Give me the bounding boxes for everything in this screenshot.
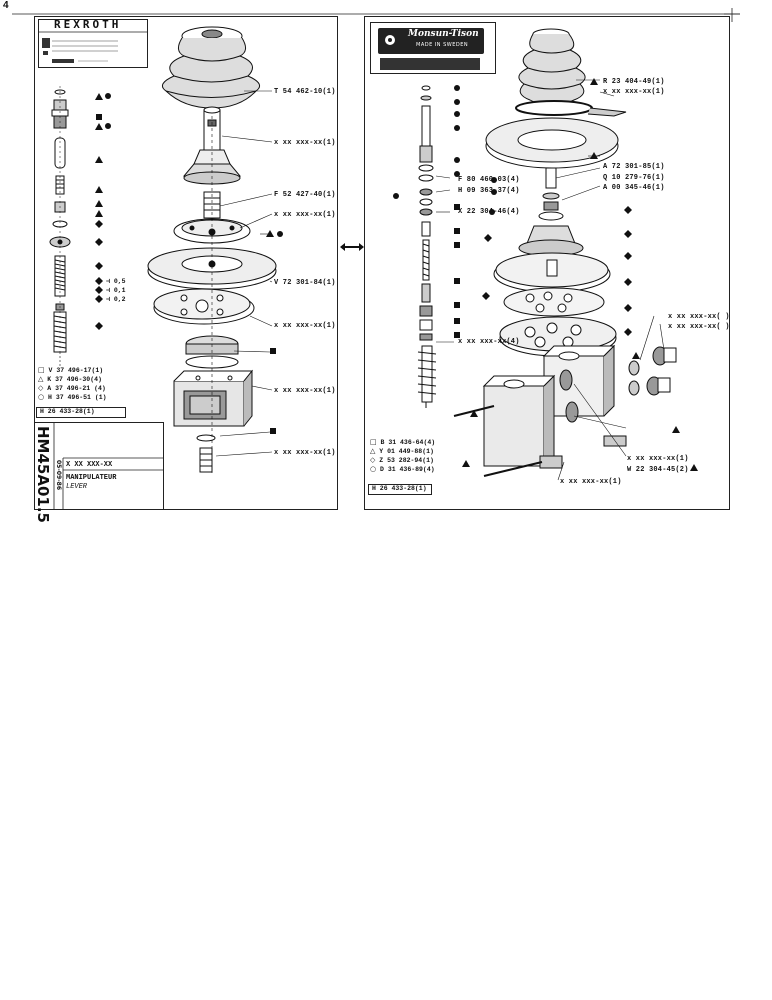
callout-X6: x xx xxx-xx(1) bbox=[603, 88, 665, 96]
callout-X8: x xx xxx-xx(4) bbox=[458, 338, 520, 346]
legend-row: ◇ A 37 496-21 (4) bbox=[38, 384, 106, 392]
shim-05: ⊣ 0,5 bbox=[106, 278, 126, 285]
left-exploded-drawing bbox=[49, 26, 283, 476]
frame-lines bbox=[12, 8, 740, 251]
legend-row: □ B 31 436-64(4) bbox=[370, 438, 436, 446]
callout-X4: x xx xxx-xx(1) bbox=[274, 387, 336, 395]
legend-row: △ K 37 496-30(4) bbox=[38, 375, 102, 383]
brand-plate bbox=[378, 28, 484, 54]
left-kit-ref: H 26 433-28(1) bbox=[40, 408, 95, 415]
monsun-logo: Monsun-Tison bbox=[408, 29, 479, 39]
right-exploded-drawing bbox=[393, 28, 698, 481]
callout-T1: T 54 462-10(1) bbox=[274, 88, 336, 96]
monsun-nameplate bbox=[370, 22, 496, 74]
monsun-emblem-icon bbox=[385, 35, 395, 45]
left-panel bbox=[34, 16, 338, 510]
callout-X7: X 22 304-46(4) bbox=[458, 208, 520, 216]
nameplate-lines bbox=[38, 31, 148, 63]
title-fr: MANIPULATEUR bbox=[66, 474, 117, 482]
shim-01: ⊣ 0,1 bbox=[106, 287, 126, 294]
callout-W1: W 22 304-45(2) bbox=[627, 466, 689, 474]
title-block bbox=[34, 422, 164, 510]
callout-R1: R 23 404-49(1) bbox=[603, 78, 665, 86]
right-kit-box bbox=[368, 484, 432, 495]
callout-V1: V 72 301-84(1) bbox=[274, 279, 336, 287]
callout-X1: x xx xxx-xx(1) bbox=[274, 139, 336, 147]
callout-X12: x xx xxx-xx(1) bbox=[560, 478, 622, 486]
callout-A1: A 72 301-85(1) bbox=[603, 163, 665, 171]
serial-plate bbox=[380, 58, 480, 70]
callout-H1: H 09 363-37(4) bbox=[458, 187, 520, 195]
right-panel bbox=[364, 16, 730, 510]
title-en: LEVER bbox=[66, 483, 88, 491]
legend-row: □ V 37 496-17(1) bbox=[38, 366, 104, 374]
legend-row: ◇ Z 53 282-94(1) bbox=[370, 456, 434, 464]
callout-X11: x xx xxx-xx(1) bbox=[627, 455, 689, 463]
doc-code: HM45A01.5 bbox=[34, 426, 52, 523]
legend-row: △ Y 01 449-88(1) bbox=[370, 447, 434, 455]
legend-row: ○ H 37 496-51 (1) bbox=[38, 393, 107, 401]
date-code: 05-09-86 bbox=[55, 460, 62, 491]
callout-X10: x xx xxx-xx( ) bbox=[668, 323, 730, 331]
callout-X9: x xx xxx-xx( ) bbox=[668, 313, 730, 321]
callout-Q1: Q 10 279-76(1) bbox=[603, 174, 665, 182]
callout-A2: A 00 345-46(1) bbox=[603, 184, 665, 192]
callout-F2: F 80 460-03(4) bbox=[458, 176, 520, 184]
right-kit-ref: H 26 433-28(1) bbox=[372, 485, 427, 492]
rexroth-logo: REXROTH bbox=[54, 18, 122, 31]
ref-number: X XX XXX-XX bbox=[66, 461, 113, 469]
left-kit-box bbox=[36, 407, 126, 418]
page-number: 4 bbox=[3, 0, 9, 11]
left-legend: □ V 37 496-17(1) △ K 37 496-30(4) ◇ A 37… bbox=[38, 366, 107, 402]
title-block-lines bbox=[53, 422, 164, 510]
right-legend: □ B 31 436-64(4) △ Y 01 449-88(1) ◇ Z 53… bbox=[370, 438, 435, 474]
shim-02: ⊣ 0,2 bbox=[106, 296, 126, 303]
rexroth-nameplate bbox=[38, 19, 148, 68]
callout-F1: F 52 427-40(1) bbox=[274, 191, 336, 199]
callout-X5: x xx xxx-xx(1) bbox=[274, 449, 336, 457]
legend-row: ○ D 31 436-89(4) bbox=[370, 465, 435, 473]
callout-X2: x xx xxx-xx(1) bbox=[274, 211, 336, 219]
monsun-sub: MADE IN SWEDEN bbox=[416, 42, 469, 48]
callout-X3: x xx xxx-xx(1) bbox=[274, 322, 336, 330]
